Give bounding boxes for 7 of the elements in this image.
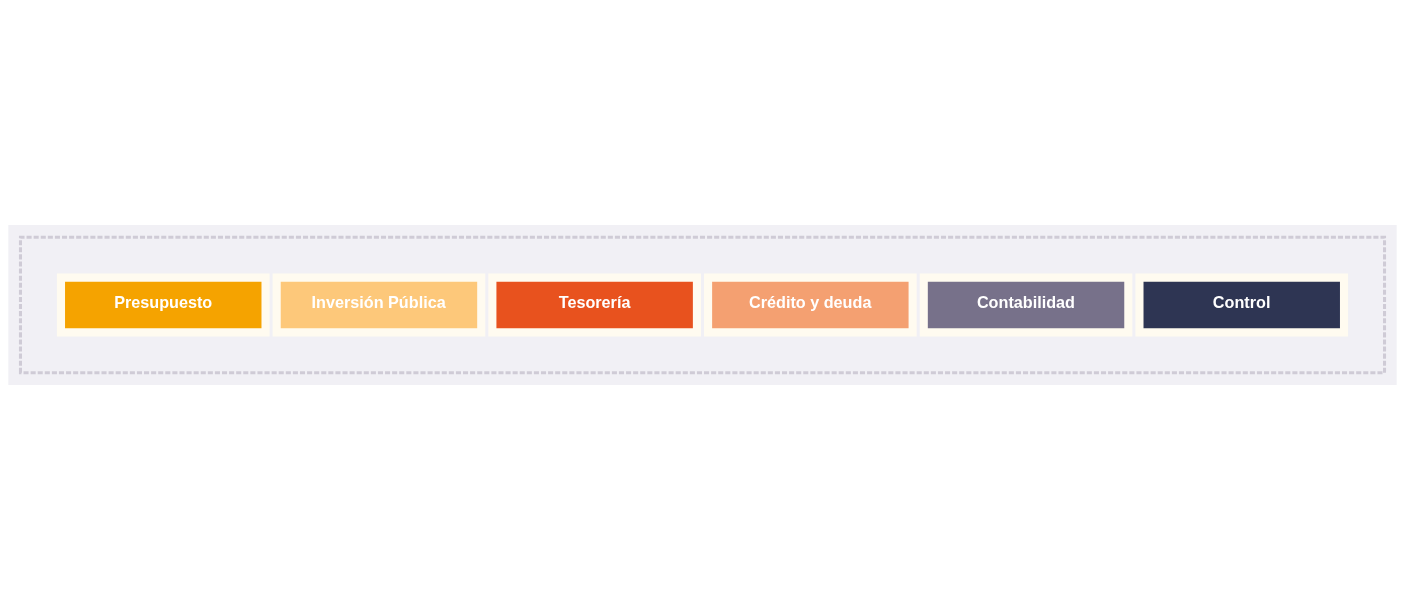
node-box: Inversión Pública (272, 273, 486, 336)
node-box: Contabilidad (919, 273, 1133, 336)
node-box: Tesorería (488, 273, 701, 336)
cluster (18, 235, 1387, 374)
node-box: Presupuesto (56, 273, 270, 336)
node-box: Control (1135, 273, 1349, 336)
node-box: Crédito y deuda (704, 273, 917, 336)
